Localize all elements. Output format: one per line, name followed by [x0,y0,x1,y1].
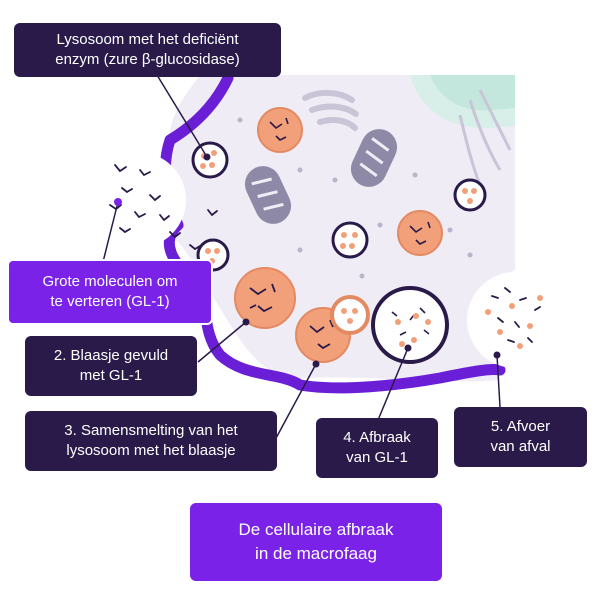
golgi-apparatus [302,90,359,131]
step-4-label: 4. Afbraak van GL-1 [316,418,438,478]
leader-dots [203,153,501,368]
lysosome-fusing [330,295,370,335]
gl1-vesicle [257,107,303,153]
leader-lines [102,74,501,441]
lysosome [331,221,369,259]
diagram-title-text: De cellulaire afbraak in de macrofaag [238,520,394,563]
cytoplasm-dots [237,117,473,279]
step-5-label: 5. Afvoer van afval [454,407,587,467]
nucleus [410,75,515,129]
endoplasmic-reticulum [458,89,512,186]
gl1-vesicle [397,210,443,256]
waste-zoom [467,272,563,368]
molecules-label: Grote moleculen om te verteren (GL-1) [7,259,213,325]
gl1-vesicle-filled [234,267,296,329]
step-2-label: 2. Blaasje gevuld met GL-1 [25,336,197,396]
step-2-label-text: 2. Blaasje gevuld met GL-1 [53,347,169,384]
diagram-title: De cellulaire afbraak in de macrofaag [190,503,442,581]
step-5-label-text: 5. Afvoer van afval [490,418,551,455]
step-4-label-text: 4. Afbraak van GL-1 [343,429,411,466]
leader-dot [114,198,122,206]
lysosome-label-text: Lysosoom met het deficiënt enzym (zure β… [55,31,240,68]
lysosome-label: Lysosoom met het deficiënt enzym (zure β… [14,23,281,77]
molecules-zoom [90,152,186,248]
gl1-molecules [109,164,218,251]
molecules-label-text: Grote moleculen om te verteren (GL-1) [42,273,178,310]
lysosome [191,141,229,179]
waste-particles [485,287,543,349]
lysosome [453,178,487,212]
mitochondrion [350,129,398,187]
step-3-label: 3. Samensmelting van het lysosoom met he… [25,411,277,471]
step-3-label-text: 3. Samensmelting van het lysosoom met he… [64,422,238,459]
degradation-vesicle [371,286,449,364]
mitochondrion [244,166,292,224]
